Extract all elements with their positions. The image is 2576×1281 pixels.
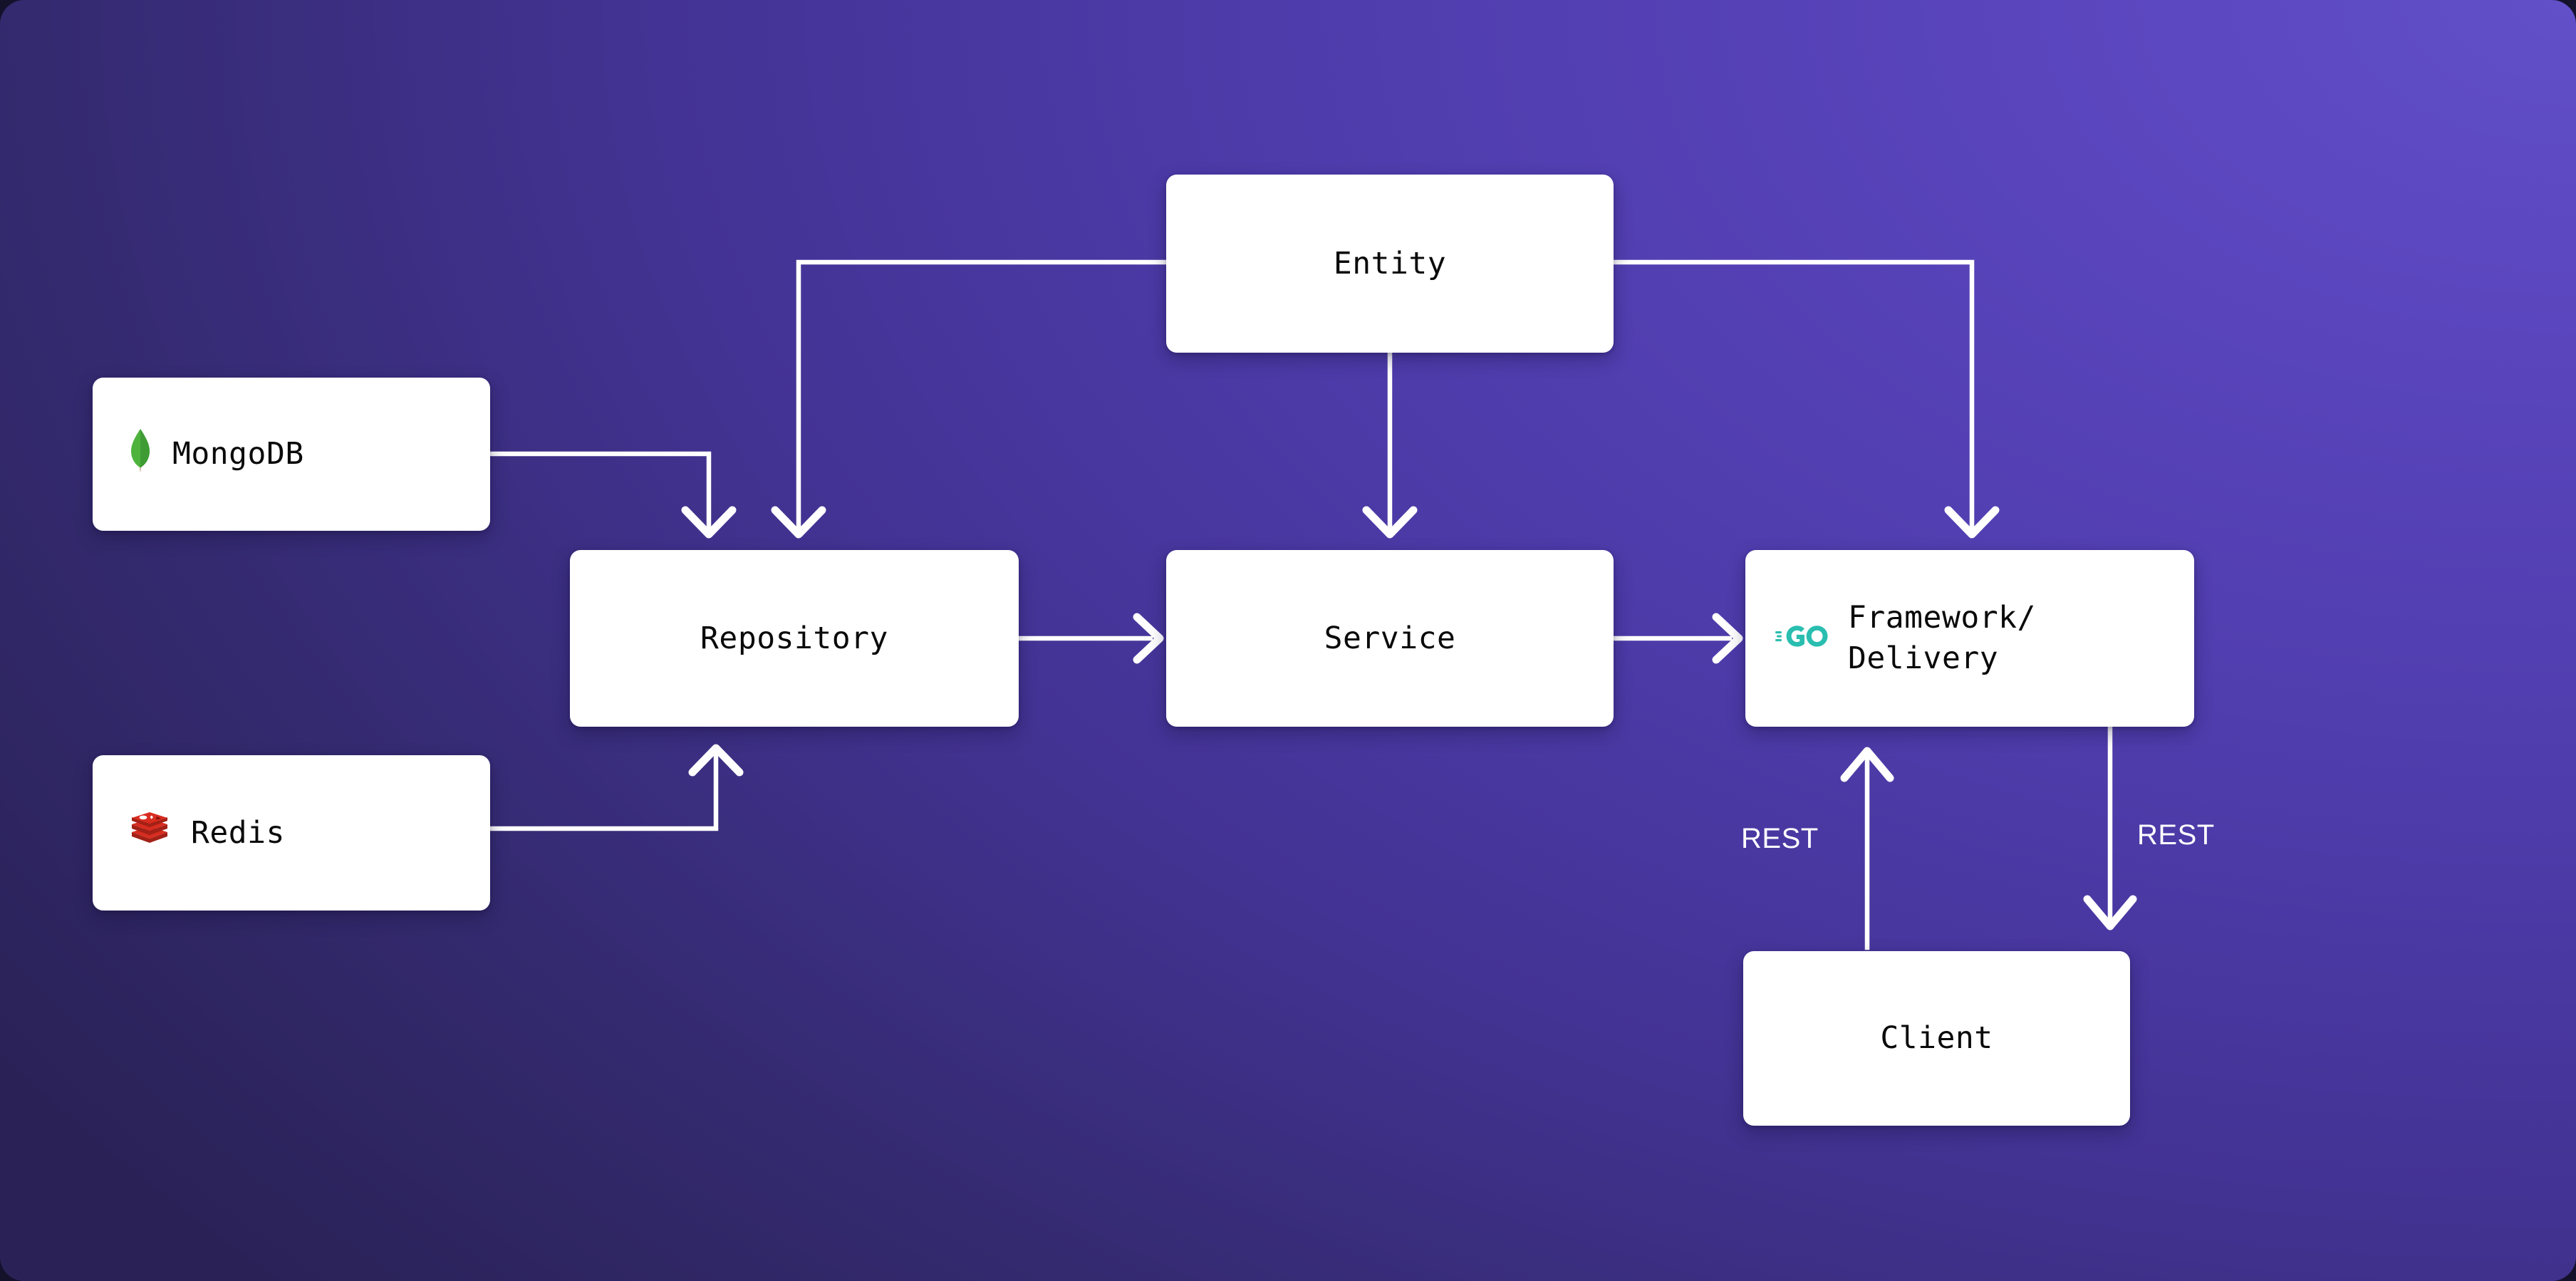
node-label-framework-delivery: Framework/ Delivery [1848, 600, 2036, 676]
node-label-redis: Redis [191, 814, 285, 851]
edge-client-to-framework [1840, 747, 1894, 950]
redis-stack-icon [130, 811, 170, 855]
node-label-repository: Repository [700, 620, 888, 656]
edge-service-to-framework [1611, 613, 1743, 664]
go-logo-icon [1775, 621, 1828, 656]
edge-entity-to-framework [1611, 259, 2000, 539]
node-service[interactable]: Service [1166, 550, 1614, 727]
node-mongodb[interactable]: MongoDB [93, 378, 490, 531]
node-repository[interactable]: Repository [570, 550, 1019, 727]
edge-label-client-to-framework: REST [1741, 823, 1819, 854]
node-framework-delivery[interactable]: Framework/ Delivery [1745, 550, 2194, 727]
node-entity[interactable]: Entity [1166, 175, 1614, 353]
edge-framework-to-client [2083, 724, 2137, 930]
node-label-client: Client [1880, 1020, 1993, 1057]
edge-repository-to-service [1016, 613, 1164, 664]
edge-entity-to-repository [771, 259, 1169, 539]
node-label-service: Service [1324, 620, 1456, 656]
node-redis[interactable]: Redis [93, 755, 490, 911]
edge-redis-to-repository [487, 744, 744, 831]
node-label-mongodb: MongoDB [172, 436, 304, 472]
mongodb-leaf-icon [130, 428, 151, 480]
edge-mongodb-to-repository [487, 451, 737, 539]
node-client[interactable]: Client [1743, 951, 2130, 1126]
edge-label-framework-to-client: REST [2137, 819, 2215, 851]
edge-entity-to-service [1362, 350, 1418, 539]
node-label-entity: Entity [1333, 245, 1447, 281]
